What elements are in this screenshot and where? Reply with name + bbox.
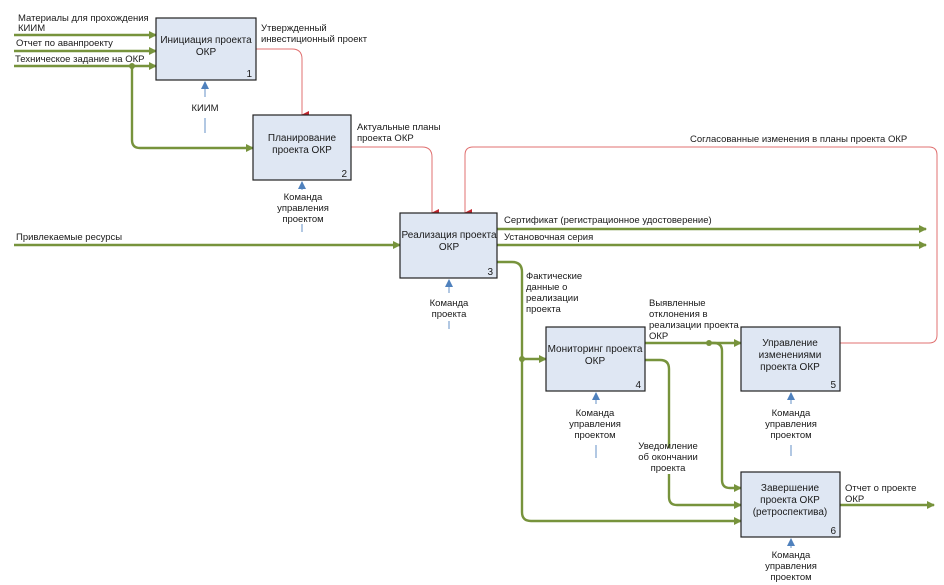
label-certificate: Сертификат (регистрационное удостоверени… bbox=[504, 215, 712, 226]
label-mgmt-team: проектом bbox=[770, 572, 811, 583]
box-title-line: Реализация проекта bbox=[401, 230, 496, 241]
label-materials: Материалы для прохождения bbox=[18, 13, 149, 24]
label-mgmt-team: Команда bbox=[772, 550, 811, 561]
flow-deviations-branch bbox=[709, 341, 742, 492]
activity-box-4[interactable]: Мониторинг проекта ОКР 4 bbox=[545, 326, 646, 392]
flow-tech-spec-branch bbox=[130, 66, 254, 152]
flow-completion-notice bbox=[645, 358, 671, 448]
box-number: 5 bbox=[830, 380, 836, 391]
label-mgmt-team: Команда bbox=[576, 408, 615, 419]
label-mgmt-team: проектом bbox=[282, 214, 323, 225]
label-project-team: Команда bbox=[430, 298, 469, 309]
label-install-series: Установочная серия bbox=[504, 232, 593, 243]
box-number: 4 bbox=[635, 380, 641, 391]
activity-box-5[interactable]: Управление изменениями проекта ОКР 5 bbox=[740, 326, 841, 392]
label-kiim: КИИМ bbox=[191, 103, 218, 114]
activity-box-2[interactable]: Планирование проекта ОКР 2 bbox=[252, 114, 352, 181]
flow-agreed-changes bbox=[464, 146, 938, 344]
activity-box-1[interactable]: Инициация проекта ОКР 1 bbox=[155, 17, 257, 81]
label-final-report: ОКР bbox=[845, 494, 864, 505]
box-title-line: Управление bbox=[762, 338, 818, 349]
label-actual-plans: проекта ОКР bbox=[357, 133, 414, 144]
label-materials: КИИМ bbox=[18, 23, 45, 34]
flow-approved-project bbox=[256, 48, 309, 119]
activity-box-6[interactable]: Завершение проекта ОКР (ретроспектива) 6 bbox=[740, 471, 841, 538]
box-number: 6 bbox=[830, 526, 836, 537]
flow-completion-notice-lower bbox=[667, 474, 742, 509]
box-title-line: (ретроспектива) bbox=[753, 507, 828, 518]
box-title-line: Завершение bbox=[761, 483, 820, 494]
box-title-line: ОКР bbox=[196, 47, 217, 58]
box-title-line: ОКР bbox=[439, 242, 460, 253]
label-actual-data: данные о bbox=[526, 282, 567, 293]
label-project-team: проекта bbox=[432, 309, 468, 320]
box-title-line: ОКР bbox=[585, 356, 606, 367]
label-actual-data: реализации bbox=[526, 293, 578, 304]
box-title-line: Планирование bbox=[268, 133, 337, 144]
box-title-line: проекта ОКР bbox=[760, 362, 820, 373]
label-mgmt-team: управления bbox=[277, 203, 329, 214]
box-title-line: Мониторинг проекта bbox=[548, 344, 643, 355]
label-deviations: отклонения в bbox=[649, 309, 708, 320]
label-agreed-changes: Согласованные изменения в планы проекта … bbox=[690, 134, 907, 145]
label-mgmt-team: управления bbox=[765, 561, 817, 572]
box-number: 2 bbox=[341, 169, 347, 180]
label-mgmt-team: Команда bbox=[284, 192, 323, 203]
label-deviations: ОКР bbox=[649, 331, 668, 342]
flow-actual-data bbox=[497, 260, 742, 525]
label-completion-notice: об окончании bbox=[638, 452, 698, 463]
label-final-report: Отчет о проекте bbox=[845, 483, 916, 494]
label-tech-spec: Техническое задание на ОКР bbox=[15, 54, 144, 65]
label-approved-project: Утвержденный bbox=[261, 23, 327, 34]
label-resources: Привлекаемые ресурсы bbox=[16, 232, 122, 243]
label-actual-data: проекта bbox=[526, 304, 562, 315]
junction-dot bbox=[519, 356, 525, 362]
label-deviations: Выявленные bbox=[649, 298, 706, 309]
label-mgmt-team: управления bbox=[569, 419, 621, 430]
label-prelim-report: Отчет по аванпроекту bbox=[16, 38, 113, 49]
junction-dot bbox=[129, 63, 135, 69]
label-mgmt-team: Команда bbox=[772, 408, 811, 419]
box-number: 1 bbox=[246, 69, 252, 80]
box-title-line: проекта ОКР bbox=[760, 495, 820, 506]
label-mgmt-team: управления bbox=[765, 419, 817, 430]
label-deviations: реализации проекта bbox=[649, 320, 740, 331]
label-completion-notice: Уведомление bbox=[638, 441, 698, 452]
activity-box-3[interactable]: Реализация проекта ОКР 3 bbox=[399, 212, 498, 279]
label-actual-data: Фактические bbox=[526, 271, 582, 282]
box-number: 3 bbox=[487, 267, 493, 278]
label-mgmt-team: проектом bbox=[770, 430, 811, 441]
box-title-line: изменениями bbox=[759, 350, 822, 361]
box-title-line: проекта ОКР bbox=[272, 145, 332, 156]
label-approved-project: инвестиционный проект bbox=[261, 34, 368, 45]
label-completion-notice: проекта bbox=[651, 463, 687, 474]
box-title-line: Инициация проекта bbox=[160, 35, 252, 46]
label-mgmt-team: проектом bbox=[574, 430, 615, 441]
flow-actual-plans bbox=[351, 146, 439, 217]
label-actual-plans: Актуальные планы bbox=[357, 122, 441, 133]
